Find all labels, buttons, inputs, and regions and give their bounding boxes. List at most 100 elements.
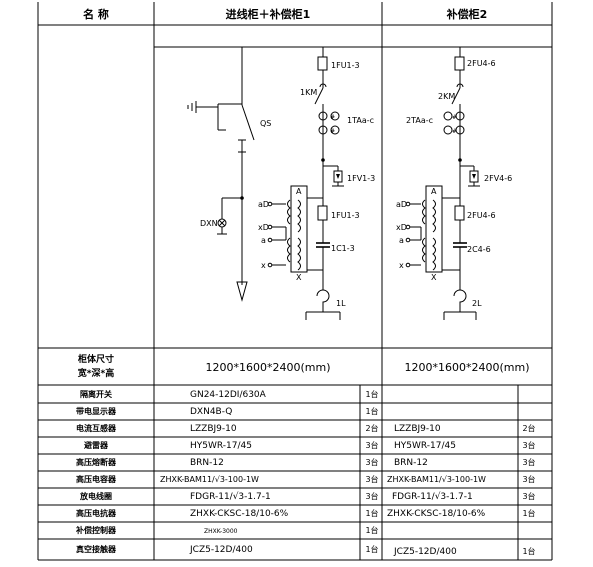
- cable-arrow: [236, 281, 248, 302]
- label-2ta: 2TAa-c: [406, 116, 433, 125]
- row-name: 隔离开关: [80, 389, 112, 399]
- ct-2a: [443, 111, 453, 121]
- fuse-1fu-mid: [317, 205, 328, 221]
- row-name: 高压电抗器: [76, 508, 117, 518]
- dims-panel-2: 1200*1600*2400(mm): [405, 361, 530, 374]
- header-panel-1: 进线柜＋补偿柜1: [226, 7, 311, 21]
- svg-text:#: #: [330, 128, 335, 135]
- row-name: 放电线圈: [79, 491, 112, 501]
- label-2-ad: aD: [396, 200, 407, 209]
- label-2fv: 2FV4-6: [484, 174, 512, 183]
- label-2km: 2KM: [438, 92, 455, 101]
- label-1fu-top: 1FU1-3: [331, 61, 360, 70]
- label-2fu-top: 2FU4-6: [467, 59, 496, 68]
- row-name: 高压熔断器: [76, 457, 117, 467]
- row-model-1: JCZ5-12D/400: [189, 545, 253, 555]
- discharge-coil-2: [425, 185, 443, 273]
- row-name: 带电显示器: [76, 406, 117, 416]
- panel-1-diagram: 1FU1-3 1KM # # 1TAa-c 1FV1-3 1FU1-3 1C1-…: [154, 46, 382, 320]
- row-model-2: ZHXK-CKSC-18/10-6%: [387, 509, 486, 519]
- dims-label-2: 宽*深*高: [77, 367, 114, 379]
- row-qty-2: 3台: [522, 457, 535, 467]
- label-1l: 1L: [336, 299, 346, 308]
- row-name: 高压电容器: [76, 474, 117, 484]
- header-name-col: 名 称: [83, 7, 109, 21]
- dims-label-1: 柜体尺寸: [77, 353, 114, 365]
- row-model-1: DXN4B-Q: [190, 407, 232, 417]
- label-1c: 1C1-3: [331, 244, 355, 253]
- contactor-1km: [314, 87, 324, 105]
- svg-text:#: #: [452, 128, 457, 135]
- row-name: 避雷器: [84, 440, 109, 450]
- fuse-2fu-mid: [454, 205, 465, 221]
- row-qty-2: 3台: [522, 440, 535, 450]
- table-grid: [37, 2, 553, 561]
- row-qty-1: 1台: [365, 525, 378, 535]
- row-name: 电流互感器: [76, 423, 117, 433]
- row-qty-2: 1台: [522, 508, 535, 518]
- row-qty-1: 1台: [365, 508, 378, 518]
- row-qty-1: 1台: [365, 544, 378, 554]
- row-qty-2: 3台: [522, 491, 535, 501]
- reactor-2l: [459, 289, 467, 312]
- label-2-xd: xD: [396, 223, 407, 232]
- label-2fu-mid: 2FU4-6: [467, 211, 496, 220]
- label-1km: 1KM: [300, 88, 317, 97]
- reactor-1l: [322, 289, 330, 312]
- label-2l: 2L: [472, 299, 482, 308]
- label-1-a: a: [261, 236, 266, 245]
- row-qty-1: 3台: [365, 440, 378, 450]
- row-model-2: BRN-12: [394, 458, 428, 468]
- row-qty-1: 1台: [365, 406, 378, 416]
- label-1fv: 1FV1-3: [347, 174, 375, 183]
- row-qty-1: 3台: [365, 457, 378, 467]
- label-1-ad: aD: [258, 200, 269, 209]
- row-model-2: LZZBJ9-10: [394, 424, 441, 434]
- row-model-2: HY5WR-17/45: [394, 441, 456, 451]
- row-model-1: LZZBJ9-10: [190, 424, 237, 434]
- header-panel-2: 补偿柜2: [446, 7, 488, 21]
- label-2c: 2C4-6: [467, 245, 491, 254]
- row-model-1: GN24-12DI/630A: [190, 390, 267, 400]
- contactor-2km: [451, 87, 461, 105]
- dims-panel-1: 1200*1600*2400(mm): [206, 361, 331, 374]
- row-qty-2: 3台: [522, 474, 535, 484]
- row-qty-1: 1台: [365, 389, 378, 399]
- row-model-1: ZHXK-BAM11/√3-100-1W: [160, 475, 259, 484]
- label-dxn: DXN: [200, 219, 218, 228]
- label-1ta: 1TAa-c: [347, 116, 374, 125]
- row-model-2: FDGR-11/√3-1.7-1: [392, 491, 473, 502]
- isolator-qs: [241, 104, 255, 141]
- row-model-1: BRN-12: [190, 458, 224, 468]
- label-1-terminal-a: A: [296, 187, 302, 196]
- label-1-xd: xD: [258, 223, 269, 232]
- label-1-terminal-x: X: [296, 273, 302, 282]
- row-model-2: JCZ5-12D/400: [393, 547, 457, 557]
- row-name: 真空接触器: [76, 544, 117, 554]
- panel-2-diagram: 2FU4-6 2KM # # 2TAa-c 2FV4-6 2FU4-6 2C4-…: [382, 46, 552, 320]
- fuse-2fu-top: [454, 56, 465, 71]
- label-2-terminal-a: A: [431, 187, 437, 196]
- row-model-1: FDGR-11/√3-1.7-1: [190, 491, 271, 502]
- row-model-2: ZHXK-BAM11/√3-100-1W: [387, 475, 486, 484]
- svg-text:#: #: [452, 114, 457, 121]
- row-qty-2: 2台: [522, 423, 535, 433]
- row-model-1: HY5WR-17/45: [190, 441, 252, 451]
- row-name: 补偿控制器: [75, 525, 117, 535]
- row-model-1: ZHXK-3000: [204, 528, 238, 535]
- label-qs: QS: [260, 119, 271, 128]
- svg-text:#: #: [330, 114, 335, 121]
- discharge-coil-1: [290, 185, 308, 273]
- ct-1a: [318, 111, 328, 121]
- row-qty-1: 3台: [365, 474, 378, 484]
- fuse-1fu-top: [317, 56, 328, 71]
- label-2-x: x: [399, 261, 404, 270]
- row-qty-1: 2台: [365, 423, 378, 433]
- row-model-1: ZHXK-CKSC-18/10-6%: [190, 509, 289, 519]
- component-rows: 隔离开关 GN24-12DI/630A 1台 带电显示器 DXN4B-Q 1台 …: [75, 389, 536, 557]
- label-2-a: a: [399, 236, 404, 245]
- label-2-terminal-x: X: [431, 273, 437, 282]
- label-1fu-mid: 1FU1-3: [331, 211, 360, 220]
- row-qty-2: 1台: [522, 546, 535, 556]
